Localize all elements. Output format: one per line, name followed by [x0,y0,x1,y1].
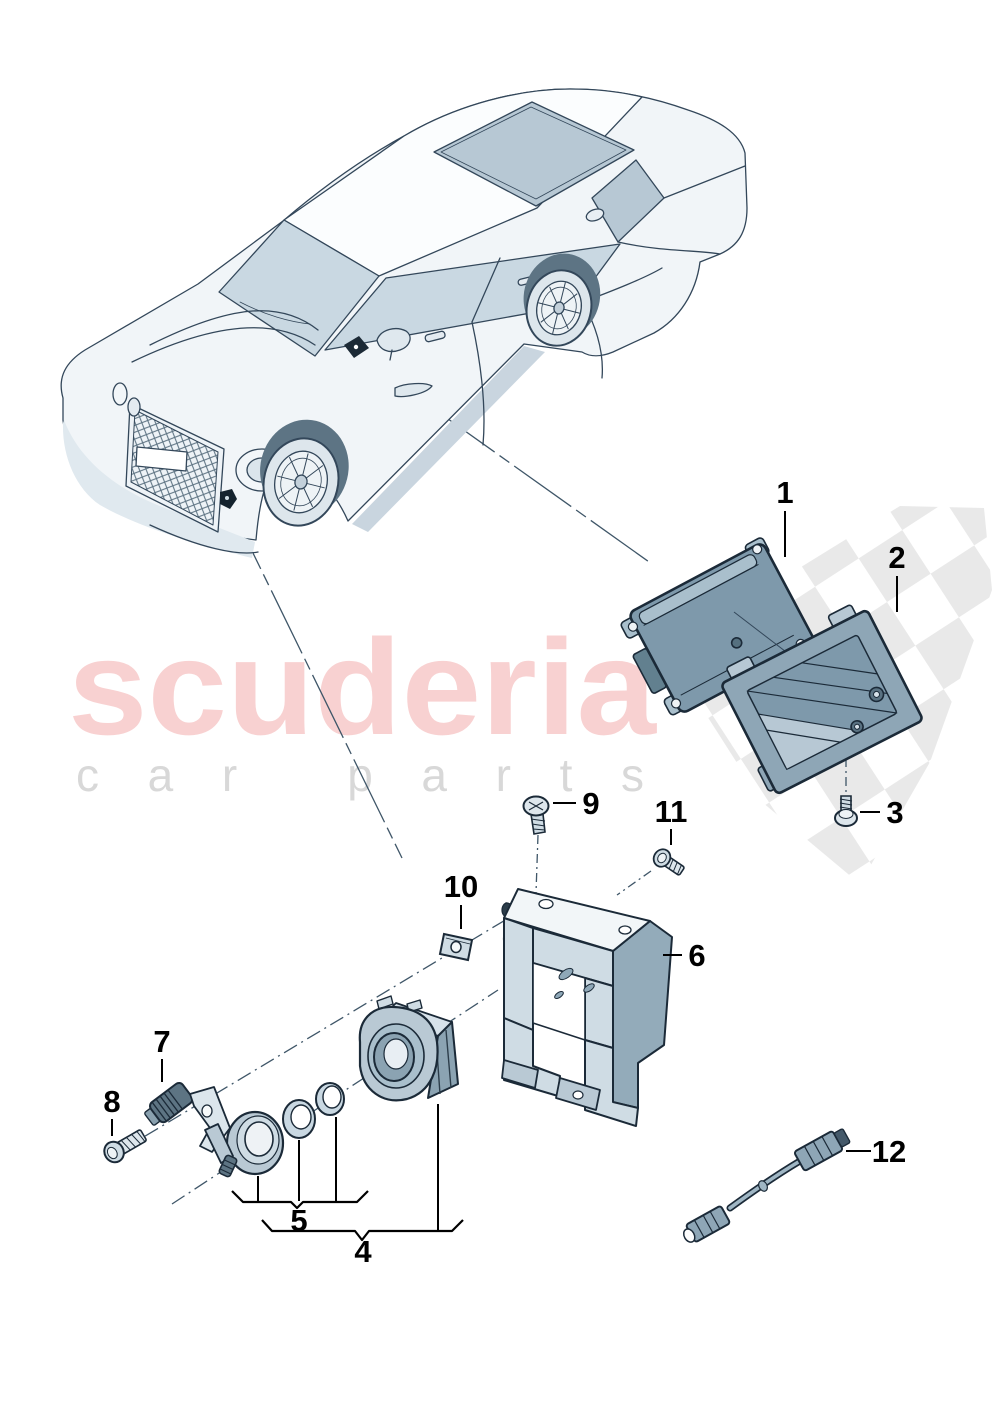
part-6-right-leg [584,1039,639,1127]
part-9-screw [522,795,550,835]
part-6-left-column [503,917,534,1031]
part-10-nut [438,932,474,962]
ring-small-inner [322,1085,342,1109]
grommet-inner [244,1121,274,1157]
part-5-seal-rings [225,1082,345,1176]
callout-7: 7 [153,1024,170,1059]
part-8-screw [103,1129,147,1164]
watermark-brand-text: scuderia [68,611,657,763]
car-rocker-shadow [352,346,545,532]
car-sunroof-glass [433,101,635,207]
part-12-cable [682,1128,851,1243]
car-mirror-stalk [389,349,393,361]
axis-screw9 [535,834,539,894]
car-illustration [60,88,748,558]
car-trunk-line [617,165,746,255]
callout-11: 11 [655,794,688,829]
part-6-flange-hole-a [538,898,554,910]
callout-6: 6 [688,938,705,973]
callout-12: 12 [872,1134,906,1169]
part-6-side-panel [611,920,673,1109]
car-wiper-line [239,301,311,325]
car-intake-line [149,524,259,554]
part-6-foot-left [501,1059,539,1089]
car-rear-wheel [523,253,601,347]
sensor-plate-hole [201,1104,213,1118]
car-door-handle-front [424,330,446,343]
car-mirror [376,328,411,353]
callout-4: 4 [354,1234,372,1269]
car-sunroof-inner [440,106,627,200]
car-b-pillar [471,257,501,323]
callout-2: 2 [888,540,905,575]
car-hood-creases [131,310,319,363]
car-front-wheel [260,419,349,527]
car-fender-vent [394,382,433,398]
callout-1: 1 [776,475,793,510]
callout-8: 8 [103,1084,120,1119]
part-4-camera [358,995,459,1102]
brace-group-5 [231,1190,369,1210]
callout-9: 9 [582,786,599,821]
callout-10: 10 [444,869,478,904]
car-windshield [218,219,380,357]
part-7-sensor [144,1081,238,1178]
cable-connector-bottom [682,1205,731,1243]
ring-mid-inner [290,1104,312,1130]
cable-mid-band [758,1180,768,1192]
car-windshield-camera-dot [353,344,359,350]
part-11-screw [652,848,685,876]
car-license-plate [135,446,188,472]
watermark-sub-text: car parts [76,749,644,801]
car-bumper-camera-dot [225,496,229,500]
part-3-screw [834,795,858,827]
callout-5: 5 [290,1203,307,1238]
camera-lens [383,1038,409,1070]
brace-group-4 [261,1219,464,1242]
axis-screw11 [616,870,652,896]
callout-leaders [111,511,898,1242]
leader-bumper-to-assembly [229,505,403,859]
callout-3: 3 [886,795,903,830]
cable-connector-top [794,1128,851,1172]
sensor-arm [204,1123,234,1164]
car-sidelight-a [112,382,128,406]
camera-tab-a [376,995,394,1010]
part-6-flange-hole-b [618,925,632,935]
callout-labels: 1 2 3 4 5 6 7 8 9 10 11 12 [103,475,906,1269]
part-6-camera-bracket [501,888,673,1127]
part-2-bracket [721,604,923,795]
car-sidelight-b [127,397,141,417]
car-fuel-cap [585,208,605,222]
